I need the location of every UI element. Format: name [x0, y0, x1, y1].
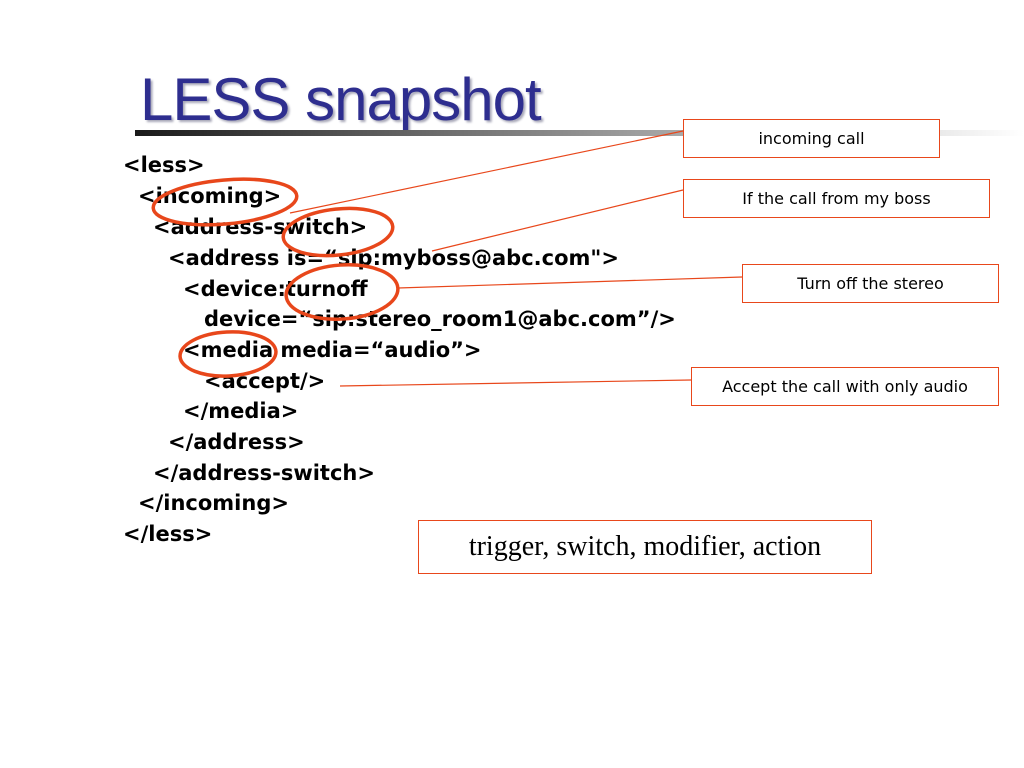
callout-incoming-call: incoming call [683, 119, 940, 158]
callout-connector [431, 189, 684, 252]
slide-title: LESS snapshot [140, 66, 542, 133]
callout-accept-audio: Accept the call with only audio [691, 367, 999, 406]
code-line: <less> [123, 153, 205, 177]
code-line: </media> [183, 399, 299, 423]
code-line: </address-switch> [153, 461, 375, 485]
code-line: </less> [123, 522, 213, 546]
callout-connector [289, 130, 684, 214]
callout-turn-off-stereo: Turn off the stereo [742, 264, 999, 303]
callout-call-from-boss: If the call from my boss [683, 179, 990, 218]
code-line: <address-switch> [153, 215, 368, 239]
code-line: </incoming> [138, 491, 289, 515]
summary-box: trigger, switch, modifier, action [418, 520, 872, 574]
code-line: device=“sip:stereo_room1@abc.com”/> [204, 307, 676, 331]
callout-connector [339, 379, 692, 387]
callout-connector [397, 276, 743, 289]
code-line: <device:turnoff [183, 277, 368, 301]
code-line: </address> [168, 430, 305, 454]
code-line: <address is=“sip:myboss@abc.com"> [168, 246, 619, 270]
code-line: <incoming> [138, 184, 282, 208]
code-line: <media media=“audio”> [183, 338, 482, 362]
code-line: <accept/> [204, 369, 326, 393]
